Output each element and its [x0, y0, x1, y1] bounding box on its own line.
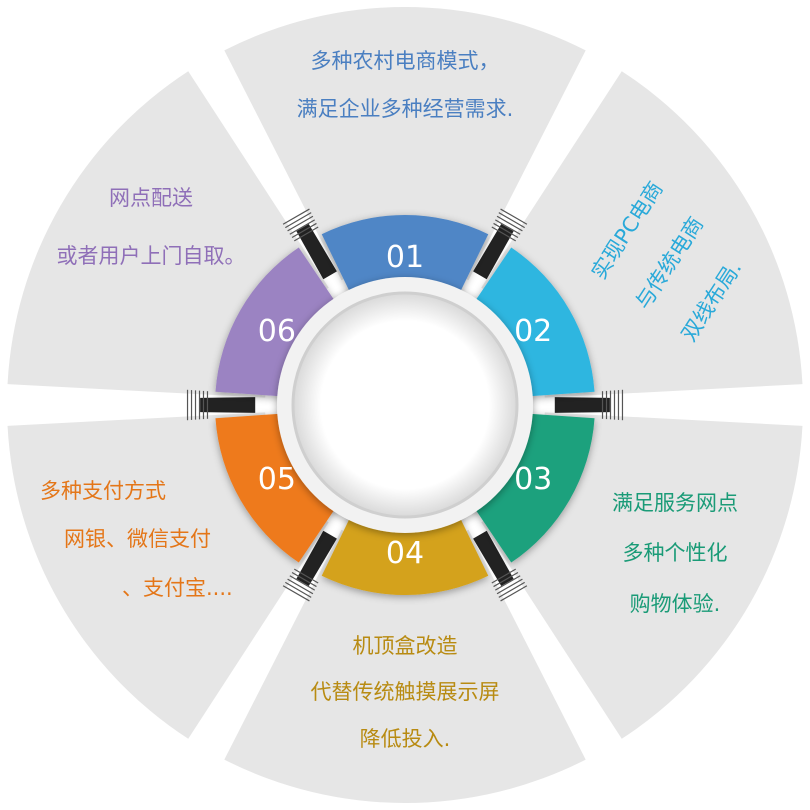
segment-03-line-2: 多种个性化: [622, 541, 728, 566]
segment-02-ring: [467, 247, 595, 398]
segment-05-line-1: 多种支付方式: [40, 479, 166, 503]
connector-stripe: [500, 585, 528, 602]
connector-3: [473, 530, 514, 587]
connector-stripe: [293, 568, 319, 584]
connector-stripe: [282, 585, 310, 602]
connector-stripe: [496, 215, 523, 232]
connector-stripe: [289, 219, 315, 235]
connector-stripe: [287, 215, 314, 232]
connector-stripe: [498, 581, 525, 598]
connector-5: [200, 397, 256, 413]
segment-04-line-3: 降低投入.: [359, 726, 451, 751]
ring-connectors: [186, 208, 624, 602]
segment-01-number: 01: [386, 240, 424, 275]
segment-05-line-3: 、支付宝....: [122, 575, 233, 600]
connector-stripe: [291, 222, 317, 239]
connector-6: [296, 223, 337, 280]
segment-06-text: 网点配送 或者用户上门自取。: [46, 185, 256, 302]
segment-04-line-2: 代替传统触摸展示屏: [310, 680, 500, 705]
segment-03-line-1: 满足服务网点: [612, 491, 738, 515]
segment-05-number: 05: [258, 462, 296, 497]
connector-stripe: [495, 575, 521, 591]
segment-02-text: 实现PC电商 与传统电商 双线布局.: [572, 150, 782, 345]
segment-02-line-3: 双线布局.: [676, 256, 747, 346]
segment-04-number: 04: [386, 536, 424, 571]
segment-04-ring: [321, 505, 489, 595]
connector-2: [554, 397, 610, 413]
connector-stripe: [495, 219, 521, 235]
connector-stripe: [285, 581, 312, 598]
segment-06-line-1: 网点配送: [109, 186, 193, 210]
connector-stripe: [289, 575, 315, 591]
outer-segment-01: [224, 6, 586, 281]
connector-stripe: [491, 226, 517, 242]
connector-stripe: [491, 568, 517, 584]
connector-4: [296, 530, 337, 587]
outer-segment-04: [224, 529, 586, 804]
connector-stripe: [498, 212, 525, 229]
segment-01-ring: [321, 215, 489, 305]
segment-01-line-2: 满足企业多种经营需求.: [296, 97, 514, 122]
segment-05-text: 多种支付方式 网银、微信支付 、支付宝....: [40, 478, 233, 623]
segment-04-text: 机顶盒改造 代替传统触摸展示屏 降低投入.: [311, 633, 500, 772]
segment-01-line-1: 多种农村电商模式，: [310, 49, 500, 73]
connector-stripe: [285, 212, 312, 229]
segment-06-ring: [215, 247, 343, 398]
connector-stripe: [493, 571, 519, 588]
connector-stripe: [293, 226, 319, 242]
connector-stripe: [282, 208, 310, 225]
connector-1: [473, 223, 514, 280]
segment-02-number: 02: [514, 314, 552, 349]
connector-stripe: [291, 571, 317, 588]
segment-03-ring: [467, 412, 595, 563]
segment-05-ring: [215, 412, 343, 563]
segment-06-line-2: 或者用户上门自取。: [56, 244, 246, 269]
connector-stripe: [496, 578, 523, 595]
segment-03-number: 03: [514, 462, 552, 497]
segment-04-line-1: 机顶盒改造: [352, 634, 458, 658]
connector-stripe: [500, 208, 528, 225]
segment-03-text: 满足服务网点 多种个性化 购物体验.: [600, 490, 750, 641]
center-circle: [291, 291, 519, 519]
inner-ring: [215, 215, 595, 595]
segment-03-line-3: 购物体验.: [629, 591, 721, 616]
segment-numbers: 01 02 03 04 05 06: [258, 240, 553, 571]
segment-05-line-2: 网银、微信支付: [64, 527, 211, 552]
connector-stripe: [493, 222, 519, 239]
segment-06-number: 06: [258, 314, 296, 349]
connector-stripe: [287, 578, 314, 595]
segment-01-text: 多种农村电商模式， 满足企业多种经营需求.: [297, 48, 514, 145]
